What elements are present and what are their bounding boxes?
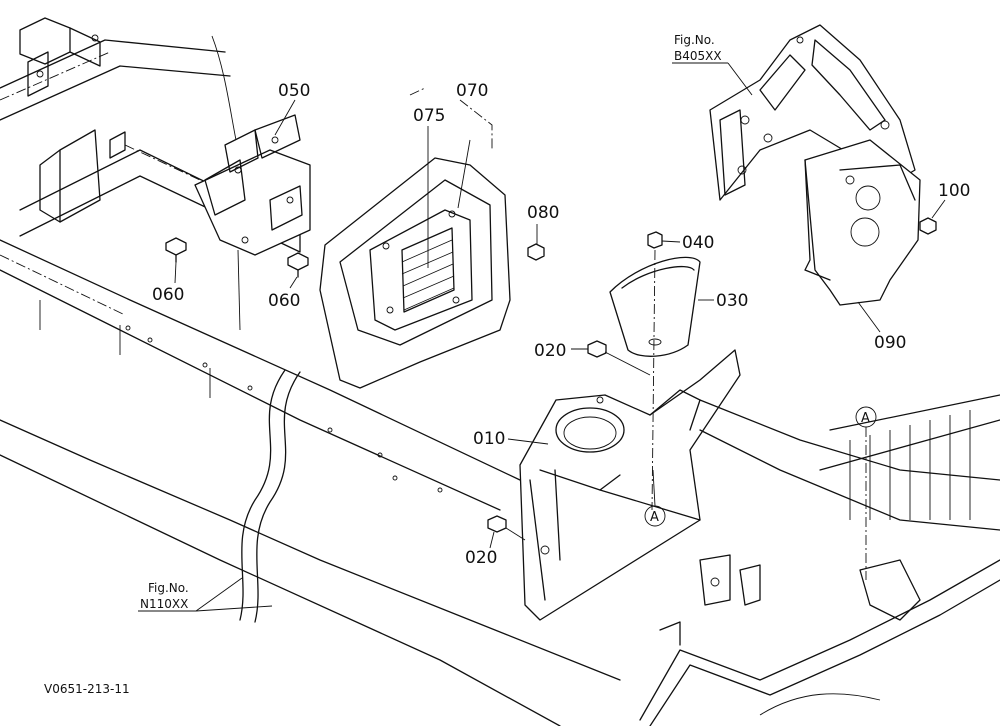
label-080: 080 — [527, 203, 559, 223]
part-050-bracket — [109, 114, 311, 256]
label-030: 030 — [716, 291, 748, 311]
ref-letter-a-lower: A — [650, 510, 659, 525]
fig-ref-n-label: Fig.No. — [148, 581, 189, 595]
window-hatch — [401, 239, 455, 311]
figure-references: Fig.No. B405XX Fig.No. N110XX A A — [138, 33, 877, 612]
label-090: 090 — [874, 333, 906, 353]
part-090-assembly — [709, 24, 937, 306]
label-060-left: 060 — [152, 285, 184, 305]
fig-ref-b-number: B405XX — [674, 49, 722, 63]
part-070-cover — [319, 157, 511, 389]
drawing-id: V0651-213-11 — [44, 682, 130, 696]
fig-ref-n-number: N110XX — [140, 597, 188, 611]
part-060-bolts — [165, 237, 309, 278]
fig-ref-b-label: Fig.No. — [674, 33, 715, 47]
frame-structure — [0, 17, 621, 726]
label-020-lower: 020 — [465, 548, 497, 568]
label-100: 100 — [938, 181, 970, 201]
label-060-right: 060 — [268, 291, 300, 311]
part-labels: 050 070 075 080 060 060 040 030 020 010 … — [152, 81, 970, 568]
part-030-cup — [609, 231, 701, 357]
part-020-bolts — [487, 340, 607, 533]
part-080-bolt — [527, 243, 545, 261]
part-010-bracket — [519, 249, 741, 621]
label-010: 010 — [473, 429, 505, 449]
label-075: 075 — [413, 106, 445, 126]
label-020-upper: 020 — [534, 341, 566, 361]
label-050: 050 — [278, 81, 310, 101]
ref-letter-a-upper: A — [861, 411, 870, 426]
label-070: 070 — [456, 81, 488, 101]
right-structure — [639, 394, 1000, 726]
label-040: 040 — [682, 233, 714, 253]
